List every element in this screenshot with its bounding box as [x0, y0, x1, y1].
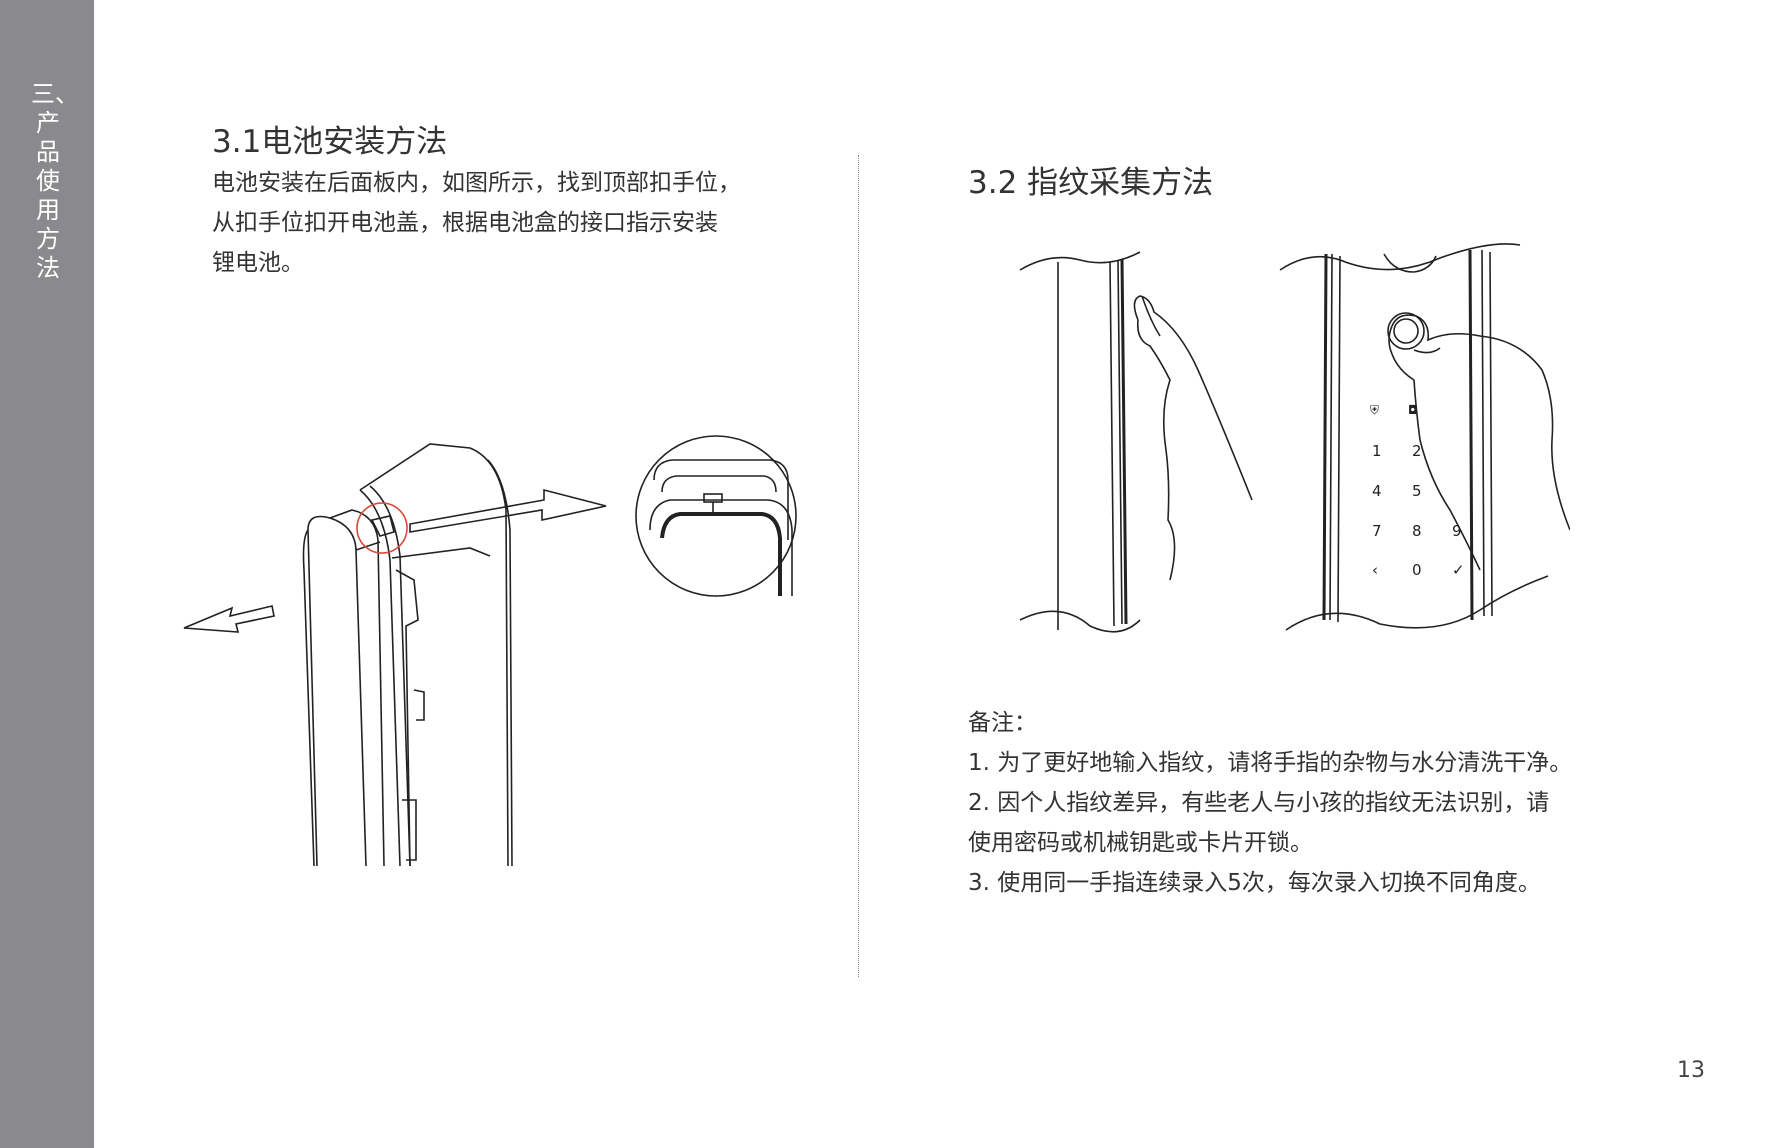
section-battery-body: 电池安装在后面板内，如图所示，找到顶部扣手位， 从扣手位扣开电池盖，根据电池盒的…: [212, 163, 741, 283]
battery-body-line-2: 从扣手位扣开电池盖，根据电池盒的接口指示安装: [212, 210, 718, 236]
keypad-key: 8: [1412, 522, 1422, 540]
section-battery-title: 3.1电池安装方法: [212, 124, 448, 160]
battery-body-line-1: 电池安装在后面板内，如图所示，找到顶部扣手位，: [212, 170, 741, 196]
notes-label: 备注：: [968, 710, 1037, 736]
fingerprint-sensor-icon: [1387, 312, 1425, 350]
shield-icon: ⛨: [1370, 403, 1379, 417]
keypad-key: 7: [1372, 522, 1382, 540]
note-item: 使用密码或机械钥匙或卡片开锁。: [968, 830, 1313, 856]
keypad-confirm-icon: ✓: [1452, 561, 1465, 579]
column-divider: [858, 155, 859, 977]
keypad-key: 9: [1452, 522, 1462, 540]
fingerprint-illustration: ⛨ ◘ 1 2 4 5 7 8 9 ‹ 0 ✓: [1019, 243, 1570, 633]
doorbell-icon: ◘: [1408, 403, 1418, 417]
keypad-key: 0: [1412, 561, 1422, 579]
arrow-right-icon: [409, 488, 607, 533]
detail-zoom-circle: [635, 435, 797, 597]
latch-highlight-circle: [356, 502, 408, 554]
keypad-key: 5: [1412, 482, 1422, 500]
keypad-key: 4: [1372, 482, 1382, 500]
chapter-sidebar: 三、产品使用方法: [0, 0, 94, 1148]
note-item: 1. 为了更好地输入指纹，请将手指的杂物与水分清洗干净。: [968, 750, 1573, 776]
battery-body-line-3: 锂电池。: [212, 250, 304, 276]
battery-install-illustration: [183, 435, 797, 867]
keypad-key: 1: [1372, 442, 1382, 460]
keypad-key: 2: [1412, 442, 1422, 460]
chapter-title: 三、产品使用方法: [31, 80, 79, 282]
section-fingerprint-title: 3.2 指纹采集方法: [968, 165, 1214, 201]
note-item: 2. 因个人指纹差异，有些老人与小孩的指纹无法识别，请: [968, 790, 1550, 816]
notes-block: 备注： 1. 为了更好地输入指纹，请将手指的杂物与水分清洗干净。 2. 因个人指…: [968, 703, 1572, 903]
page-number: 13: [1677, 1058, 1705, 1083]
note-item: 3. 使用同一手指连续录入5次，每次录入切换不同角度。: [968, 870, 1541, 896]
keypad-back-icon: ‹: [1372, 561, 1378, 579]
arrow-left-icon: [183, 605, 275, 633]
